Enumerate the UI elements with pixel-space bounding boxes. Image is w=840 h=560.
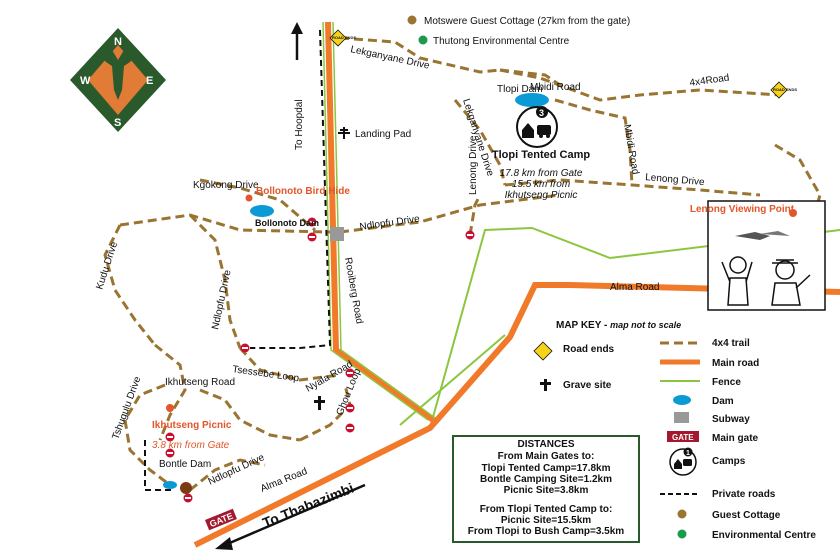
camp-number: 3	[539, 108, 544, 118]
distances-title: DISTANCES	[517, 439, 574, 450]
tlopi-camp: Tlopi Dam 3 Tlopi Tented Camp 17.8 km fr…	[492, 84, 590, 201]
distances-line-4: Picnic Site=3.8km	[504, 485, 589, 496]
rooiberg-road-label: Rooiberg Road	[342, 257, 365, 325]
bollonoto-bird-hide: Bollonoto Bird Hide Bollonoto Dam	[245, 186, 350, 228]
landing-pad-label: Landing Pad	[355, 129, 411, 140]
to-hoopdal-arrow: To Hoopdal	[291, 22, 305, 150]
environmental-centre-dot	[418, 35, 428, 45]
key-main-gate: Main gate	[712, 433, 759, 444]
key-4x4-trail: 4x4 trail	[712, 338, 750, 349]
compass-n: N	[114, 36, 122, 48]
key-main-road: Main road	[712, 358, 759, 369]
tlopi-dam-label: Tlopi Dam	[497, 84, 543, 95]
kgokong-drive-label: Kgokong Drive	[193, 180, 259, 191]
private-roads	[144, 29, 332, 491]
alma-road-line	[193, 282, 840, 548]
distances-line-5: From Tlopi Tented Camp to:	[480, 504, 613, 515]
key-road-ends: Road ends	[563, 344, 615, 355]
tlopi-camp-title: Tlopi Tented Camp	[492, 149, 590, 161]
road-ends-sign-right: ROAD ENDS	[770, 81, 797, 99]
lenong-drive-small-label: Lenong Drive	[468, 135, 479, 195]
ikhutseng-road-label: Ikhutseng Road	[165, 377, 235, 388]
bontle-dam: Bontle Dam	[159, 459, 211, 494]
tshugulu-drive-label: Tshugulu Drive	[110, 375, 143, 441]
viewing-point-label: Lenong Viewing Point	[690, 204, 795, 215]
viewers-illustration	[721, 256, 811, 306]
distances-line-2: Tlopi Tented Camp=17.8km	[481, 463, 610, 474]
road-ends-sign-top: ROAD ENDS	[329, 29, 356, 47]
distances-line-6: Picnic Site=15.5km	[501, 515, 591, 526]
bird-hide-dot	[245, 194, 253, 202]
lenong-viewing-point: Lenong Viewing Point	[690, 200, 826, 311]
4x4-road-label: 4x4Road	[689, 73, 730, 89]
to-thabazimbi-arrow: To Thabazimbi	[215, 480, 366, 550]
svg-text:ROAD ENDS: ROAD ENDS	[332, 35, 356, 40]
picnic-label: Ikhutseng Picnic	[152, 420, 232, 431]
map-key-title: MAP KEY - map not to scale	[556, 320, 681, 331]
subway-marker	[330, 227, 344, 241]
ikhutseng-picnic: Ikhutseng Picnic 3.8 km from Gate	[152, 404, 232, 451]
key-guest-cottage: Guest Cottage	[712, 510, 781, 521]
to-hoopdal-label: To Hoopdal	[294, 99, 305, 150]
key-grave-site: Grave site	[563, 380, 612, 391]
distances-line-3: Bontle Camping Site=1.2km	[480, 474, 612, 485]
no-entry-signs	[165, 217, 475, 503]
bontle-dam-label: Bontle Dam	[159, 459, 211, 470]
kudu-drive-label: Kudu Drive	[94, 240, 120, 291]
key-gate-icon: GATE	[672, 433, 694, 442]
compass-icon: N E S W	[70, 28, 166, 132]
environmental-centre-label: Thutong Environmental Centre	[433, 36, 570, 47]
svg-text:Kgokong Drive: Kgokong Drive	[193, 180, 259, 191]
guest-cottage-dot	[407, 15, 417, 25]
tlopi-dist-2: 15.5 km from	[512, 179, 570, 190]
picnic-dot	[166, 404, 174, 412]
key-private-roads: Private roads	[712, 489, 776, 500]
bird-hide-label: Bollonoto Bird Hide	[256, 186, 350, 197]
mbidi-road-side-label: Mbidi Road	[621, 124, 641, 176]
compass-w: W	[80, 75, 91, 87]
compass-s: S	[114, 117, 121, 129]
guest-cottage-label: Motswere Guest Cottage (27km from the ga…	[424, 16, 630, 27]
bollonoto-dam-label: Bollonoto Dam	[255, 218, 319, 228]
key-dam: Dam	[712, 396, 734, 407]
trail-network	[103, 36, 822, 492]
grave-site-icon	[314, 396, 325, 410]
tlopi-dist-1: 17.8 km from Gate	[500, 168, 583, 179]
bontle-camp-icon	[180, 482, 192, 494]
key-camps: Camps	[712, 456, 746, 467]
viewing-point-dot	[789, 209, 797, 217]
mbidi-road-label: Mbidi Road	[530, 82, 581, 93]
landing-pad: Landing Pad	[338, 127, 411, 140]
tlopi-dam-icon	[515, 93, 549, 107]
svg-text:1: 1	[686, 450, 690, 457]
lenong-drive-label: Lenong Drive	[645, 172, 706, 188]
bollonoto-dam-icon	[250, 205, 274, 217]
ndlopfu-drive-label: Ndlopfu Drive	[359, 214, 421, 233]
top-legend: Motswere Guest Cottage (27km from the ga…	[407, 15, 630, 47]
main-roads	[193, 21, 840, 548]
key-subway: Subway	[712, 414, 750, 425]
tlopi-dist-3: Ikhutseng Picnic	[505, 190, 578, 201]
compass-e: E	[146, 75, 153, 87]
lekganyane-drive-label: Lekganyane Drive	[349, 44, 431, 72]
distances-line-1: From Main Gates to:	[498, 451, 595, 462]
picnic-distance: 3.8 km from Gate	[152, 440, 230, 451]
rooiberg-road-line	[325, 21, 435, 423]
svg-text:Ikhutseng Road: Ikhutseng Road	[165, 377, 235, 388]
key-fence: Fence	[712, 377, 741, 388]
tsessebe-loop-label: Tsessebe Loop	[232, 364, 301, 384]
distances-box: DISTANCES From Main Gates to: Tlopi Tent…	[452, 435, 640, 543]
distances-line-7: From Tlopi to Bush Camp=3.5km	[468, 526, 625, 537]
bontle-dam-icon	[163, 481, 177, 489]
map-key: MAP KEY - map not to scale Road ends Gra…	[533, 320, 816, 541]
alma-road-label: Alma Road	[610, 282, 659, 293]
svg-text:ROAD ENDS: ROAD ENDS	[773, 87, 797, 92]
key-environmental-centre: Environmental Centre	[712, 530, 816, 541]
